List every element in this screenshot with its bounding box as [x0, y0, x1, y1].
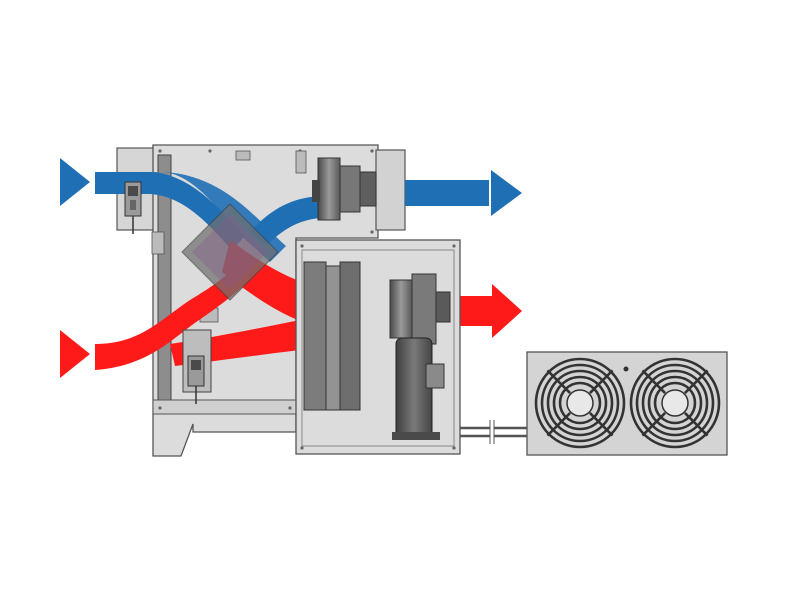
- condenser-fan-left: [534, 357, 626, 449]
- fan-hub: [661, 389, 689, 417]
- casing-ledge: [152, 399, 297, 415]
- supply-inlet-arrow: [60, 158, 90, 206]
- supply-outlet-stream: [405, 180, 489, 206]
- grille-ring: [635, 363, 715, 443]
- compressor: [392, 337, 445, 440]
- supply-outlet-arrow: [491, 170, 522, 216]
- grille-spoke: [546, 411, 572, 437]
- damper-actuator-upper: [124, 181, 142, 234]
- grille-ring: [552, 375, 608, 431]
- grille-ring: [647, 375, 703, 431]
- grille-spoke: [588, 369, 614, 395]
- grille-ring: [540, 363, 620, 443]
- grille-spoke: [546, 369, 572, 395]
- supply-fan: [312, 157, 377, 221]
- grille-spoke: [641, 411, 667, 437]
- grille-ring: [534, 357, 626, 449]
- fan-hub: [566, 389, 594, 417]
- grille-spoke: [683, 369, 709, 395]
- cross-flow-heat-exchanger: [181, 203, 279, 301]
- grille-ring: [653, 381, 697, 425]
- exhaust-inlet-arrow: [60, 330, 90, 378]
- refrigeration-module: [295, 239, 461, 455]
- outlet-box: [375, 149, 406, 231]
- grille-ring: [641, 369, 709, 437]
- exhaust-outlet-arrow: [492, 284, 522, 338]
- grille-spoke: [588, 411, 614, 437]
- condenser-unit: [526, 351, 728, 456]
- grille-spoke: [641, 369, 667, 395]
- refrigerant-pipes: [460, 420, 527, 444]
- grille-ring: [629, 357, 721, 449]
- evaporator-coil: [303, 261, 361, 411]
- grille-ring: [558, 381, 602, 425]
- damper-actuator-lower: [182, 329, 212, 404]
- exhaust-fan: [389, 273, 451, 345]
- grille-ring: [546, 369, 614, 437]
- grille-spoke: [683, 411, 709, 437]
- condenser-fan-right: [629, 357, 721, 449]
